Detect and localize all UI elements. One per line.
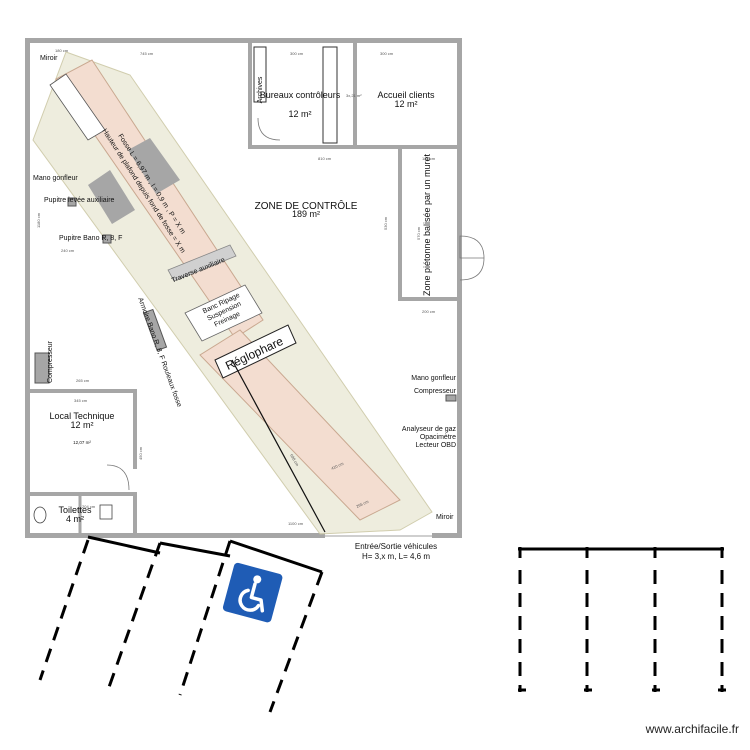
traverse-aux xyxy=(167,244,237,282)
office-wall-mid xyxy=(353,38,357,148)
tech-wall-top xyxy=(25,389,137,393)
toilet-bowl xyxy=(33,506,47,524)
parking-line-3 xyxy=(178,540,232,696)
dim-5: 3x,21 m² xyxy=(346,93,362,98)
dim-16: 204 cm xyxy=(82,504,96,509)
dim-6: 810 cm xyxy=(318,156,332,161)
compresseur-left-label: Compresseur xyxy=(47,340,54,383)
dim-9: 530 cm xyxy=(383,216,388,230)
offices-name: Bureaux contrôleurs xyxy=(260,90,341,100)
compresseur-right-label: Compresseur xyxy=(414,388,457,395)
archives-label: Archives xyxy=(257,76,264,103)
dim-18: 410 cm xyxy=(330,461,345,471)
pupitre-box-1 xyxy=(67,197,77,207)
toilet-wall-right xyxy=(133,492,137,537)
sink xyxy=(99,504,113,520)
pedestrian-wall-bottom xyxy=(398,297,460,301)
lower-lane xyxy=(199,329,401,521)
reception-area: 12 m² xyxy=(394,99,417,109)
tech-room-name: Local Technique xyxy=(50,411,115,421)
office-desk xyxy=(322,46,338,144)
dim-7: 188 cm xyxy=(422,156,436,161)
watermark: www.archifacile.fr xyxy=(645,722,739,736)
pedestrian-wall-left xyxy=(398,148,402,300)
track-line xyxy=(231,359,326,533)
dim-19: 265 cm xyxy=(355,499,370,509)
compressor-right xyxy=(445,394,457,402)
parking-right xyxy=(518,547,726,692)
offices-area: 12 m² xyxy=(288,109,311,119)
tech-wall-bottom xyxy=(25,492,137,496)
outer-wall-bottom-right xyxy=(432,533,462,538)
pedestrian-zone-name: Zone piétonne balisée par un muret xyxy=(422,153,432,296)
dim-2: 745 cm xyxy=(140,51,154,56)
reception-name: Accueil clients xyxy=(377,90,435,100)
pit-stairs xyxy=(49,73,106,141)
dim-20: 450 cm xyxy=(138,446,143,460)
analyseur-label: Analyseur de gaz xyxy=(402,426,457,433)
outer-wall-left xyxy=(25,38,30,538)
mirror-top-label: Miroir xyxy=(40,55,58,62)
parking-line-2 xyxy=(106,542,162,691)
dim-17: 698 cm xyxy=(289,453,300,467)
dim-15: 1100 cm xyxy=(288,521,304,526)
office-door xyxy=(257,117,281,141)
outer-wall-bottom-left xyxy=(25,533,325,538)
control-zone-name: ZONE DE CONTRÔLE xyxy=(255,199,358,212)
outer-wall-right xyxy=(457,38,462,538)
wheelchair-icon xyxy=(222,562,283,623)
entrance-label-1: Entrée/Sortie véhicules xyxy=(355,542,437,551)
brake-bench xyxy=(184,284,263,342)
lecteur-label: Lecteur OBD xyxy=(416,442,456,449)
pupitre-levee-label: Pupitre levée auxiliaire xyxy=(44,197,115,204)
parking-left xyxy=(38,535,324,713)
parking-line-4 xyxy=(268,571,324,713)
pupitre-bano-label: Pupitre Bano R, 8, F xyxy=(59,235,122,242)
dim-8: 570 cm xyxy=(416,226,421,240)
archive-shelf xyxy=(253,46,267,103)
pupitre-box-2 xyxy=(102,234,112,244)
armoire-box xyxy=(142,308,168,352)
dim-11: 265 cm xyxy=(76,378,90,383)
dim-13: 240 cm xyxy=(61,248,75,253)
tech-door xyxy=(106,464,130,491)
dim-1: 180 cm xyxy=(55,48,69,53)
side-door xyxy=(459,235,485,281)
tech-wall-right xyxy=(133,389,137,469)
mano-right-label: Mano gonfleur xyxy=(411,375,456,382)
parking-line-1 xyxy=(38,539,90,681)
toilets-name: Toilettes xyxy=(58,505,92,515)
opacimetre-label: Opacimètre xyxy=(420,434,456,441)
mirror-bottom-label: Miroir xyxy=(436,514,454,521)
wheel-pad-1 xyxy=(88,170,135,224)
dim-3: 300 cm xyxy=(290,51,304,56)
entrance-label-2: H= 3,x m, L= 4,6 m xyxy=(362,552,430,561)
compressor-left xyxy=(34,352,50,384)
tech-room-area: 12 m² xyxy=(70,420,93,430)
dim-10: 200 cm xyxy=(422,309,436,314)
dim-14: 1180 cm xyxy=(36,212,41,228)
dim-12: 345 cm xyxy=(74,398,88,403)
control-zone-area: 189 m² xyxy=(292,209,320,219)
outer-wall-top xyxy=(25,38,462,43)
toilets-area: 4 m² xyxy=(66,514,84,524)
office-wall-left xyxy=(248,38,252,148)
dim-4: 300 cm xyxy=(380,51,394,56)
tech-room-subarea: 12,07 m² xyxy=(73,440,91,445)
wheel-pad-2 xyxy=(128,138,180,194)
mano-left-label: Mano gonfleur xyxy=(33,175,78,182)
